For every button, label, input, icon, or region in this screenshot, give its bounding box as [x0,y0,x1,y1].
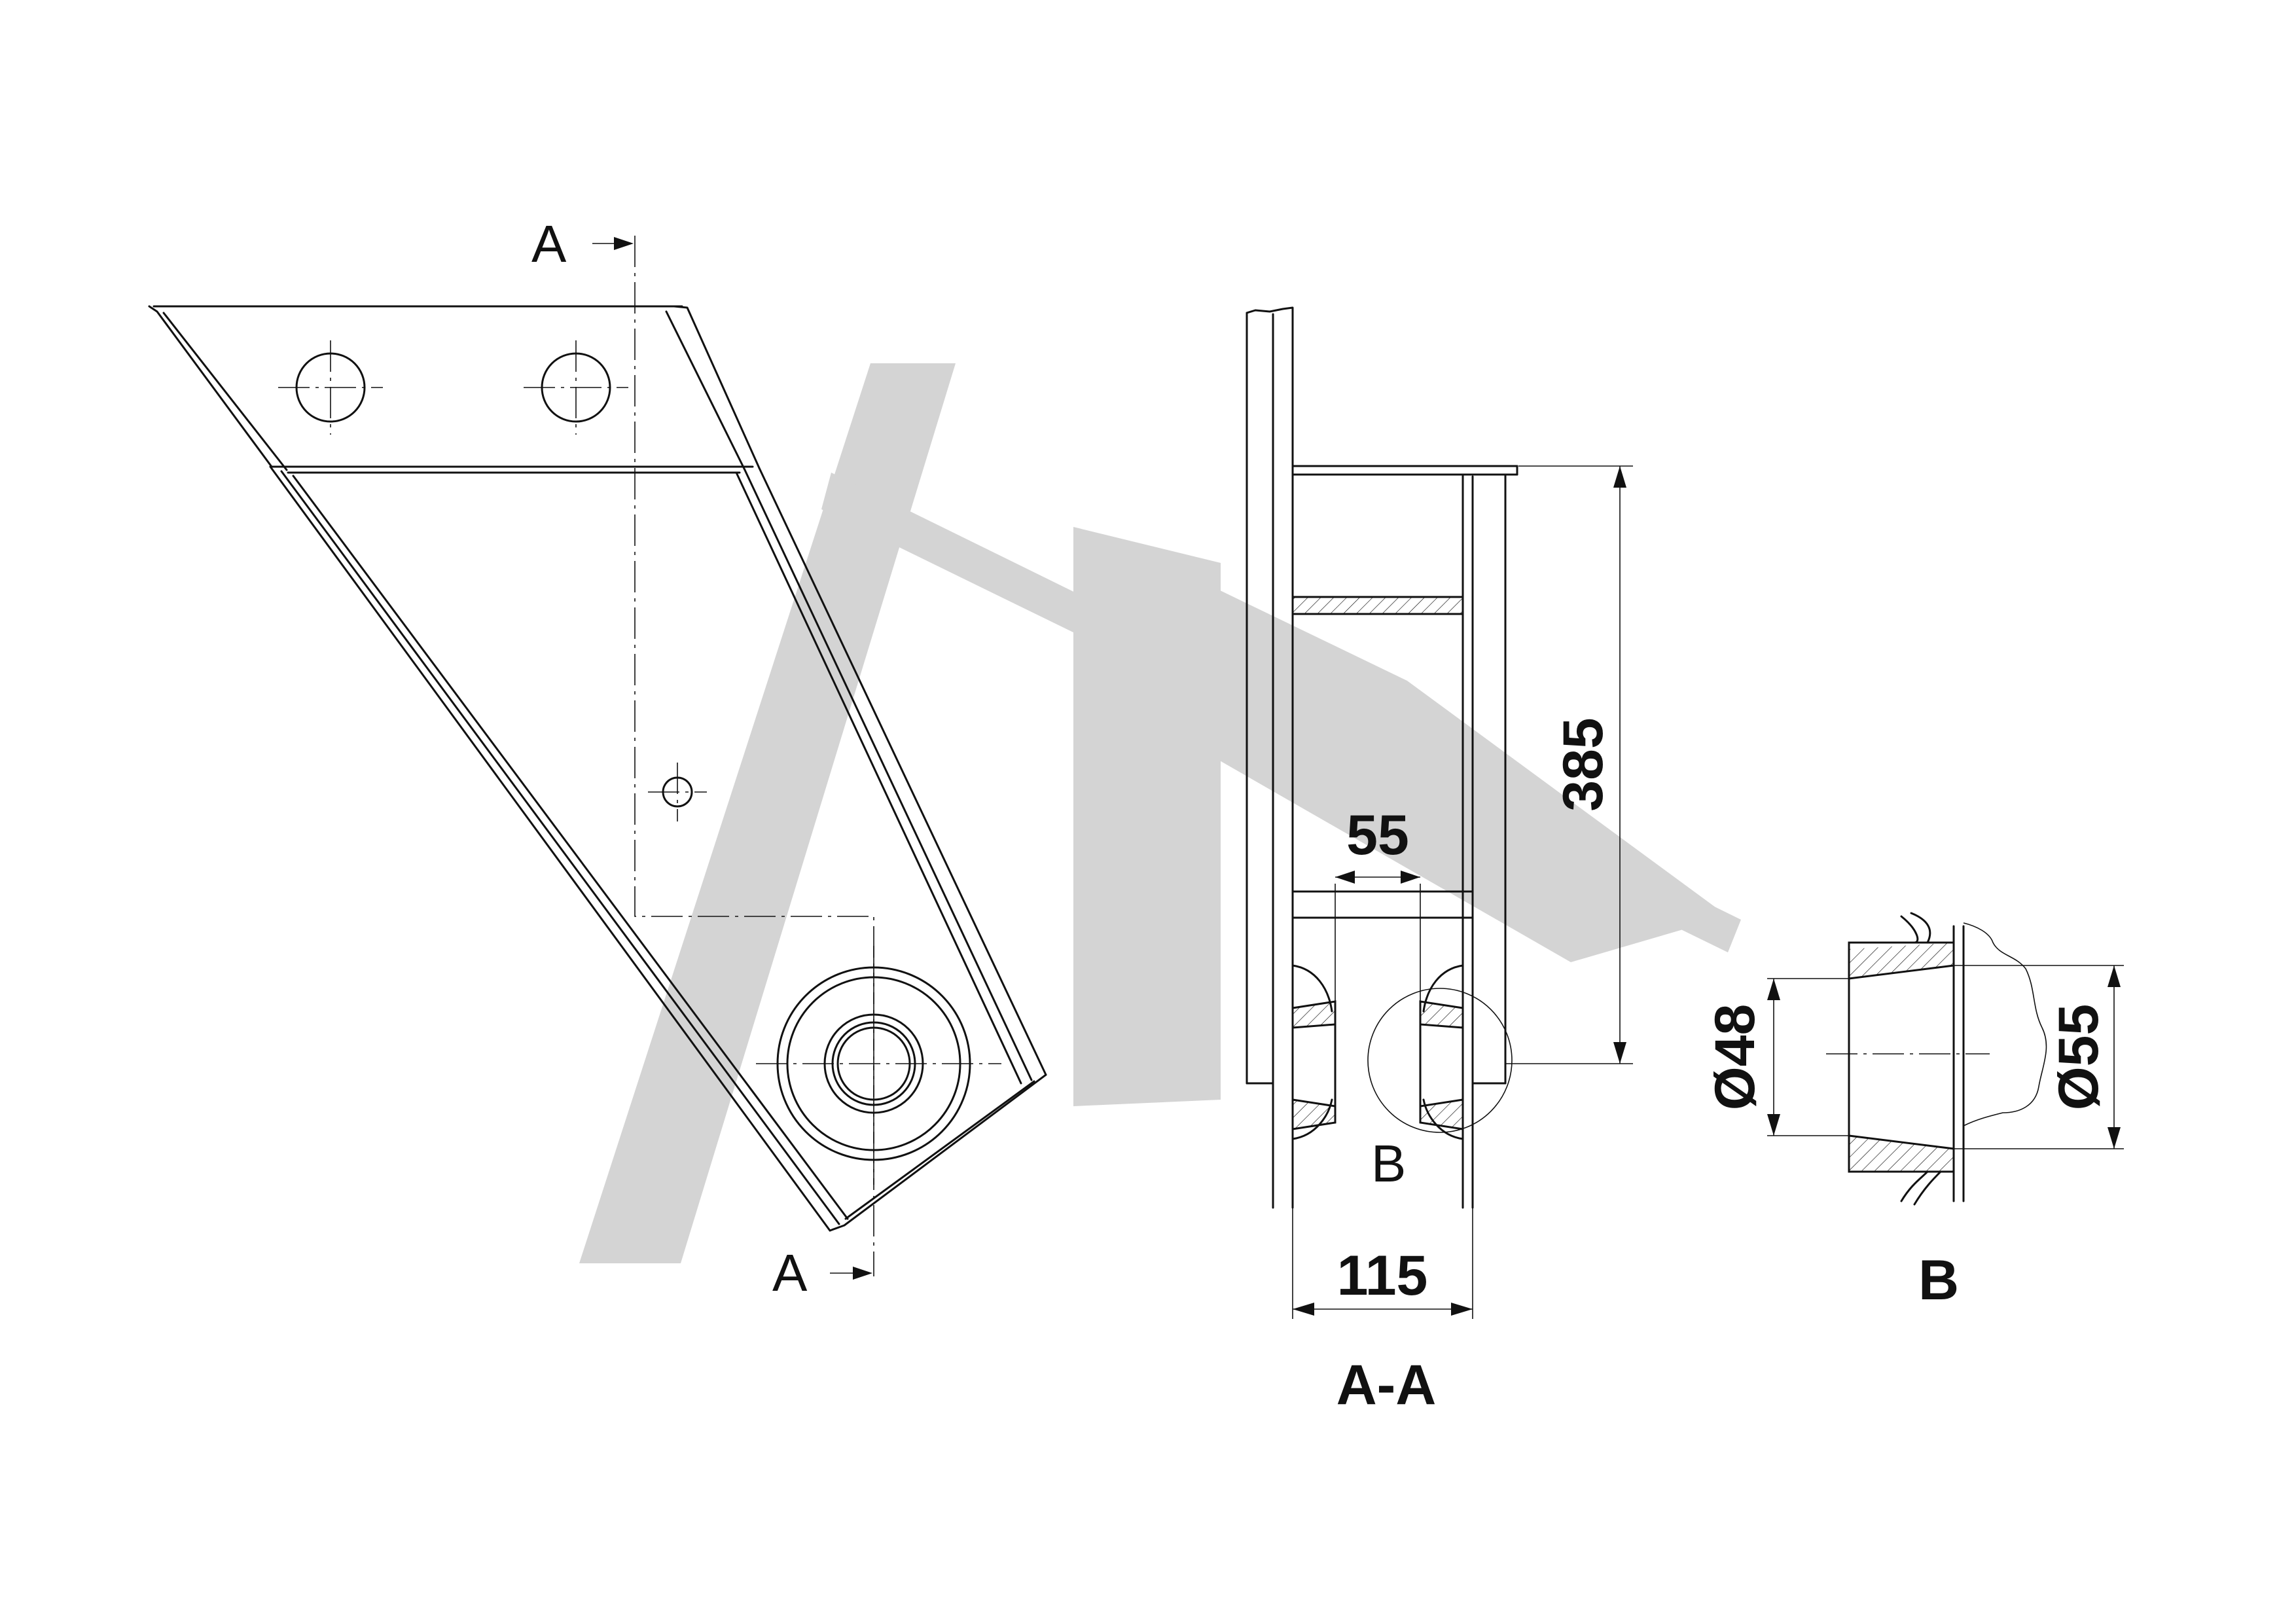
left-bushing-section [1291,964,1336,1140]
detail-break-line [1963,922,2047,1126]
upper-stiffener [1291,596,1464,615]
dim-d48-label: Ø48 [1704,1004,1767,1111]
pivot-bushing [756,946,1001,1185]
bracket-left-edge [269,465,849,1232]
detail-b-circle [1367,988,1513,1133]
watermark-logo [579,363,1741,1263]
cut-label-bottom: A [772,1244,808,1302]
detail-b-title: B [1918,1249,1959,1312]
right-bushing-section [1419,964,1464,1140]
main-view: A A [148,215,1047,1302]
left-plate [1246,306,1294,1209]
dimension-385: 385 [1505,465,1633,1064]
section-top-plate [1291,465,1518,476]
cut-label-top: A [531,215,567,273]
detail-bushing [1848,941,1955,1173]
detail-plate [1900,912,1965,1206]
dim-d55-label: Ø55 [2047,1004,2110,1111]
top-plate [148,305,761,474]
bracket-bottom-edge [829,1073,1047,1232]
section-aa-view: B 385 55 115 A-A [1246,306,1633,1416]
bolt-hole-right [524,340,628,435]
small-hole [648,763,707,821]
cut-indicator-top: A [531,215,634,273]
dimension-d48: Ø48 [1704,978,1849,1136]
section-aa-title: A-A [1336,1354,1437,1416]
cut-indicator-bottom: A [772,1244,872,1302]
lower-cross-plate [1291,890,1474,919]
detail-b-view: Ø48 Ø55 B [1704,912,2124,1312]
dim-115-label: 115 [1337,1244,1428,1307]
dim-385-label: 385 [1552,717,1615,812]
dimension-d55: Ø55 [1954,965,2124,1149]
dimension-115: 115 [1292,1208,1473,1319]
bracket-right-edge [735,467,1047,1085]
bolt-hole-left [278,340,383,435]
detail-b-marker: B [1371,1134,1406,1193]
dim-55-label: 55 [1346,804,1409,867]
dimension-55: 55 [1335,804,1421,1001]
